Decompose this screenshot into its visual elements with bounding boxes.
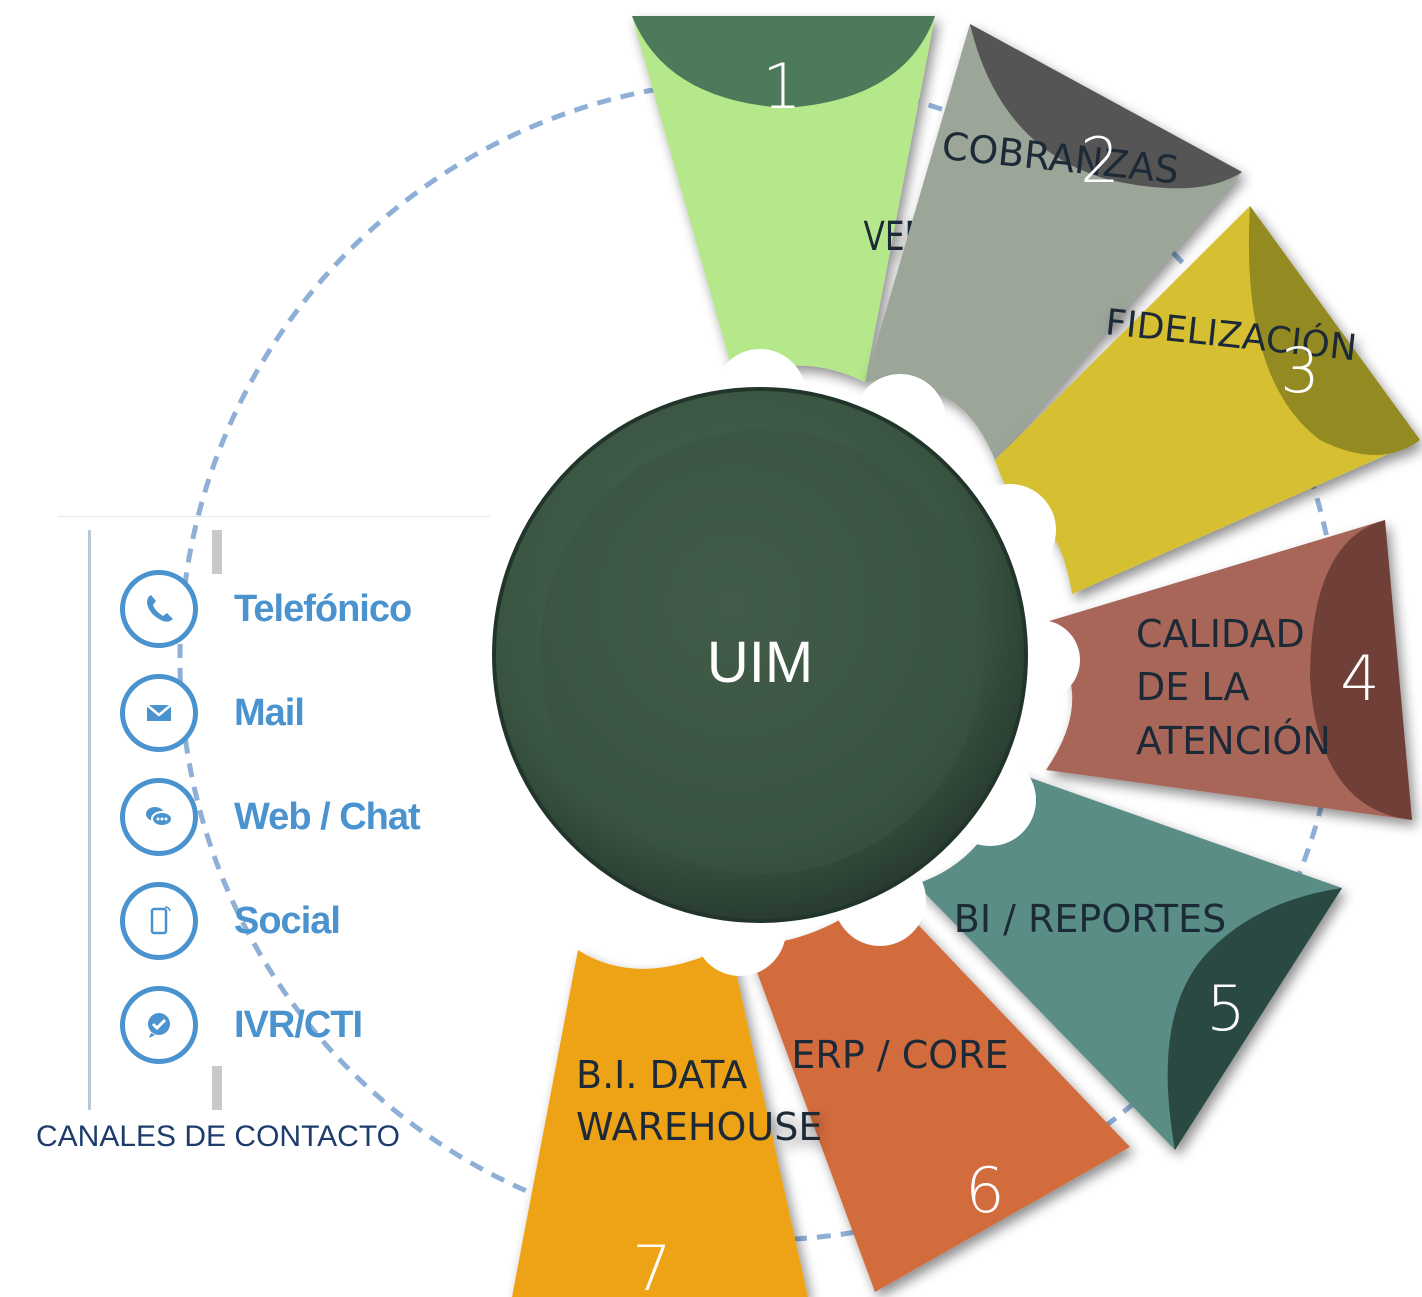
module-3-cap: [1248, 206, 1420, 455]
module-4-label-line-3: ATENCIÓN: [1136, 719, 1331, 763]
hub-label: UIM: [707, 630, 813, 695]
module-2-cap: [970, 24, 1242, 189]
module-6-label: ERP / CORE: [791, 1033, 1008, 1077]
module-7-body: [512, 945, 808, 1297]
module-4-label-line-2: DE LA: [1136, 665, 1249, 709]
channel-label-web-chat: Web / Chat: [234, 795, 421, 838]
module-7-label-line-2: WAREHOUSE: [576, 1105, 822, 1149]
module-6[interactable]: ERP / CORE 6: [747, 890, 1130, 1292]
module-1[interactable]: VENTAS 1: [632, 16, 986, 382]
module-6-body: [747, 890, 1130, 1292]
module-7[interactable]: B.I. DATA WAREHOUSE 7: [512, 945, 822, 1297]
module-1-cap: [632, 16, 935, 108]
module-1-body: [632, 16, 935, 382]
channel-telefonico[interactable]: Telefónico: [120, 564, 412, 654]
module-4[interactable]: CALIDAD DE LA ATENCIÓN 4: [1046, 520, 1412, 820]
channel-web-chat[interactable]: Web / Chat: [120, 772, 421, 862]
channel-label-ivr-cti: IVR/CTI: [234, 1003, 363, 1046]
channel-mail[interactable]: Mail: [120, 668, 305, 758]
module-5[interactable]: BI / REPORTES 5: [916, 772, 1342, 1150]
channels-bracket-cap-bottom: [198, 1066, 222, 1110]
module-3-number: 3: [1280, 334, 1319, 407]
module-3[interactable]: FIDELIZACIÓN 3: [995, 206, 1420, 594]
channel-social[interactable]: Social: [120, 876, 341, 966]
module-7-number: 7: [632, 1232, 671, 1297]
module-2[interactable]: COBRANZAS 2: [865, 24, 1242, 460]
channel-ivr-cti[interactable]: IVR/CTI: [120, 980, 363, 1070]
module-1-number: 1: [762, 50, 801, 123]
channel-label-social: Social: [234, 899, 341, 942]
chat-icon: [120, 778, 198, 856]
hub-inner: [540, 430, 984, 874]
module-2-number: 2: [1080, 124, 1119, 197]
module-5-label: BI / REPORTES: [954, 897, 1226, 941]
channels-caption: CANALES DE CONTACTO: [36, 1120, 400, 1153]
module-5-cap: [1167, 888, 1342, 1150]
mail-icon: [120, 674, 198, 752]
channel-label-telefonico: Telefónico: [234, 587, 412, 630]
module-4-label-line-1: CALIDAD: [1136, 612, 1305, 656]
channel-label-mail: Mail: [234, 691, 305, 734]
channels-panel: Telefónico Mail Web / Chat Social IVR/CT…: [88, 530, 488, 1110]
channels-bracket-cap-top: [198, 530, 222, 574]
phone-icon: [120, 570, 198, 648]
module-5-number: 5: [1206, 972, 1245, 1045]
channels-bracket-line: [88, 530, 91, 1110]
hub[interactable]: UIM: [492, 387, 1028, 923]
module-6-number: 6: [965, 1154, 1004, 1227]
module-5-body: [916, 772, 1342, 1150]
module-7-label-line-1: B.I. DATA: [576, 1053, 747, 1097]
module-4-cap: [1310, 520, 1412, 820]
module-4-number: 4: [1340, 642, 1379, 715]
check-chat-icon: [120, 986, 198, 1064]
channels-divider: [58, 516, 490, 517]
mobile-icon: [120, 882, 198, 960]
